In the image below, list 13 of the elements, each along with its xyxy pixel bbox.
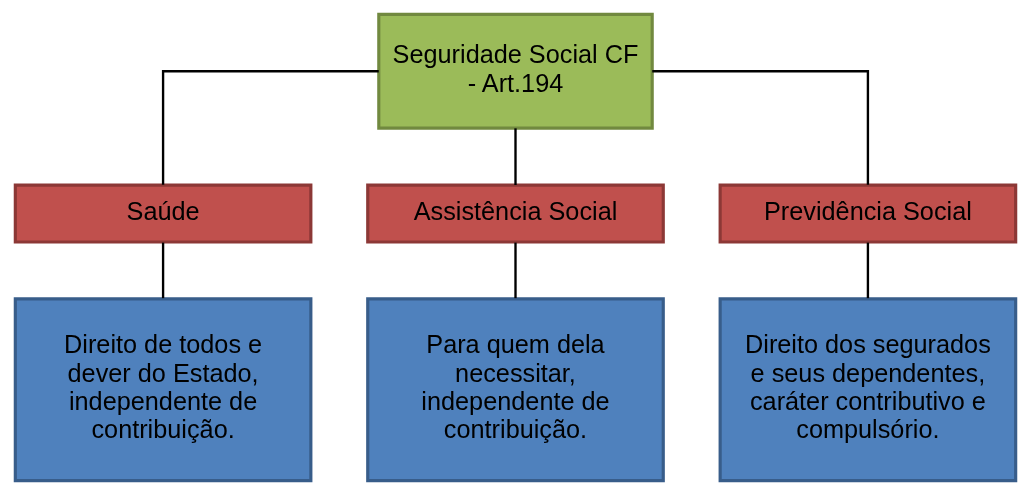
node-box: Direito de todos e dever do Estado, independente de contribuição. (13, 297, 312, 483)
node-box: Para quem dela necessitar, independente de contribuição. (365, 297, 665, 483)
connector (513, 128, 517, 185)
connector (866, 242, 869, 299)
connector (161, 242, 164, 299)
connector (161, 70, 379, 185)
node-box: Seguridade Social CF - Art.194 (376, 12, 654, 130)
node-box: Direito dos segurados e seus dependentes, caráter contributivo e compulsório. (718, 297, 1017, 483)
node-box: Saúde (13, 183, 312, 244)
connector (513, 242, 517, 299)
node-box: Previdência Social (718, 183, 1017, 244)
connector (651, 70, 869, 185)
node-box: Assistência Social (365, 183, 665, 244)
